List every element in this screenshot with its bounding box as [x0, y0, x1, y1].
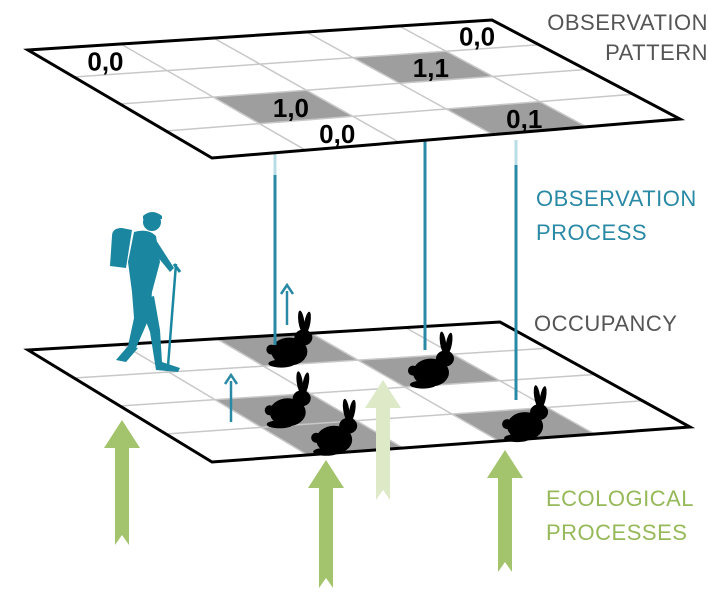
rabbits	[264, 310, 549, 456]
detection-history-label: 0,1	[506, 104, 542, 134]
observation-pattern-plane: 0,0 0,0 1,1 1,0 0,0 0,1	[23, 18, 686, 160]
hiker-icon	[110, 212, 182, 372]
label-line: OBSERVATION	[547, 10, 708, 35]
label-line: ECOLOGICAL	[546, 486, 695, 511]
grid-line	[73, 347, 548, 379]
ecological-processes-label: ECOLOGICAL PROCESSES	[546, 482, 694, 550]
rabbit-icon	[264, 371, 311, 429]
occupancy-label: OCCUPANCY	[534, 311, 678, 336]
label-line: PATTERN	[605, 40, 708, 65]
label-line: PROCESSES	[546, 520, 688, 545]
detection-arrow-head	[223, 372, 239, 385]
arrow-up-icon	[487, 450, 523, 572]
shaded-cell	[353, 51, 493, 84]
label-line: OBSERVATION	[536, 186, 697, 211]
faded-arrow-up-icon	[365, 380, 401, 500]
rabbit-icon	[407, 331, 454, 389]
grid-line	[165, 93, 634, 132]
observation-plane-border	[23, 18, 686, 160]
detection-arrow-head	[279, 282, 295, 295]
grid-line	[73, 44, 540, 78]
shaded-cell	[446, 101, 587, 135]
observation-process-label: OBSERVATION PROCESS	[536, 182, 697, 250]
rabbit-icon	[266, 310, 313, 368]
shaded-cell	[213, 90, 353, 124]
label-line: PROCESS	[536, 220, 648, 245]
arrow-up-icon	[104, 420, 140, 545]
ecological-process-arrows	[104, 380, 523, 588]
rabbit-icon	[502, 385, 549, 443]
grid-line	[165, 400, 643, 435]
rabbit-icon	[311, 398, 358, 456]
detection-history-label: 0,0	[87, 46, 123, 76]
occupancy-plane-border	[23, 320, 696, 464]
observation-pattern-label: OBSERVATION PATTERN	[547, 8, 708, 68]
grid-line	[119, 68, 587, 105]
arrow-up-icon	[308, 460, 344, 588]
detection-history-label: 0,0	[459, 21, 495, 51]
detection-history-label: 0,0	[319, 119, 355, 149]
detection-history-label: 1,1	[413, 53, 449, 83]
detection-history-label: 1,0	[273, 93, 309, 123]
